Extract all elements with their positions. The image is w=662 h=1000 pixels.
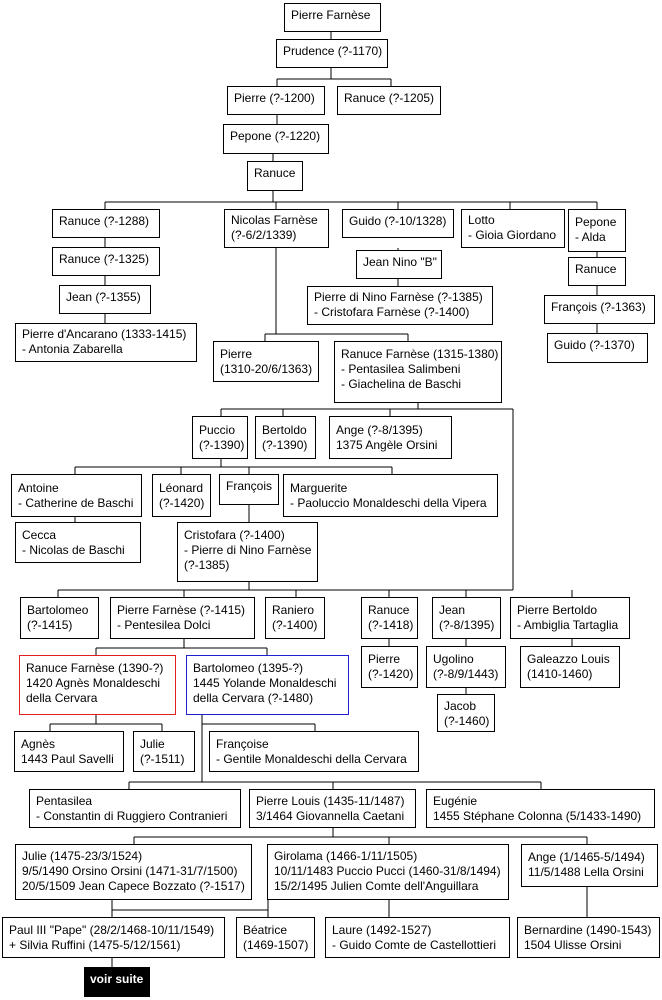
person-box: Pepone (?-1220) xyxy=(223,124,329,154)
person-box: Pepone- Alda xyxy=(568,209,626,252)
person-box: François xyxy=(219,474,279,505)
person-box: Pierre di Nino Farnèse (?-1385)- Cristof… xyxy=(307,286,493,325)
person-box: Cristofara (?-1400)- Pierre di Nino Farn… xyxy=(177,522,318,582)
person-box: Raniero(?-1400) xyxy=(265,597,325,639)
person-box: Antoine- Catherine de Baschi xyxy=(11,474,142,517)
person-box: Girolama (1466-1/11/1505)10/11/1483 Pucc… xyxy=(267,844,509,900)
person-box: Ranuce (?-1325) xyxy=(52,247,160,276)
person-box: Pierre(?-1420) xyxy=(361,646,418,688)
person-box: Bartolomeo(?-1415) xyxy=(20,597,99,639)
person-box: Puccio(?-1390) xyxy=(192,416,248,459)
person-box: Pierre Farnèse (?-1415)- Pentesilea Dolc… xyxy=(110,597,255,639)
person-box: Prudence (?-1170) xyxy=(276,39,388,68)
person-box: Marguerite- Paoluccio Monaldeschi della … xyxy=(283,474,498,517)
person-box: Paul III "Pape" (28/2/1468-10/11/1549)+ … xyxy=(2,917,225,958)
person-box: Guido (?-1370) xyxy=(547,333,648,363)
person-box: Françoise- Gentile Monaldeschi della Cer… xyxy=(209,731,419,772)
person-box: Ugolino(?-8/9/1443) xyxy=(426,646,506,688)
person-box: Laure (1492-1527)- Guido Comte de Castel… xyxy=(325,917,510,958)
person-box: Lotto- Gioia Giordano xyxy=(461,209,565,248)
person-box-highlighted-red: Ranuce Farnèse (1390-?)1420 Agnès Monald… xyxy=(19,655,176,715)
person-box: Pierre Farnèse xyxy=(284,3,381,32)
person-box: Ange (1/1465-5/1494)11/5/1488 Lella Orsi… xyxy=(521,844,658,887)
person-box: Pierre Bertoldo- Ambiglia Tartaglia xyxy=(510,597,630,639)
person-box: Bernardine (1490-1543)1504 Ulisse Orsini xyxy=(517,917,660,958)
person-box: Jacob(?-1460) xyxy=(437,694,495,732)
person-box: Jean(?-8/1395) xyxy=(432,597,501,639)
person-box: Bertoldo(?-1390) xyxy=(255,416,316,459)
person-box: Ranuce (?-1288) xyxy=(52,209,160,238)
person-box: Ranuce (?-1205) xyxy=(337,86,441,115)
person-box: François (?-1363) xyxy=(544,295,655,324)
person-box: Ange (?-8/1395)1375 Angèle Orsini xyxy=(329,416,452,459)
person-box: Cecca- Nicolas de Baschi xyxy=(15,522,141,563)
person-box: Jean (?-1355) xyxy=(59,285,151,314)
person-box: Nicolas Farnèse(?-6/2/1339) xyxy=(224,209,329,248)
person-box: Julie(?-1511) xyxy=(133,731,195,772)
person-box: Ranuce xyxy=(568,257,626,286)
person-box: Ranuce(?-1418) xyxy=(361,597,418,639)
person-box: Pierre Louis (1435-11/1487)3/1464 Giovan… xyxy=(249,789,416,828)
person-box: Guido (?-10/1328) xyxy=(342,209,454,238)
person-box: Léonard(?-1420) xyxy=(152,474,211,517)
person-box: Béatrice(1469-1507) xyxy=(236,917,315,958)
person-box: Julie (1475-23/3/1524)9/5/1490 Orsino Or… xyxy=(15,844,252,900)
person-box: Jean Nino "B" xyxy=(356,250,442,279)
person-box: Pierre (?-1200) xyxy=(227,86,325,115)
voir-suite-link[interactable]: voir suite xyxy=(84,967,150,997)
person-box: Pierre(1310-20/6/1363) xyxy=(213,341,319,382)
person-box: Pierre d'Ancarano (1333-1415)- Antonia Z… xyxy=(15,323,197,362)
person-box: Pentasilea- Constantin di Ruggiero Contr… xyxy=(29,789,241,828)
person-box: Ranuce Farnèse (1315-1380)- Pentasilea S… xyxy=(334,341,502,403)
person-box: Ranuce xyxy=(247,161,303,191)
person-box-highlighted-blue: Bartolomeo (1395-?)1445 Yolande Monaldes… xyxy=(186,655,349,715)
person-box: Galeazzo Louis(1410-1460) xyxy=(520,646,620,688)
